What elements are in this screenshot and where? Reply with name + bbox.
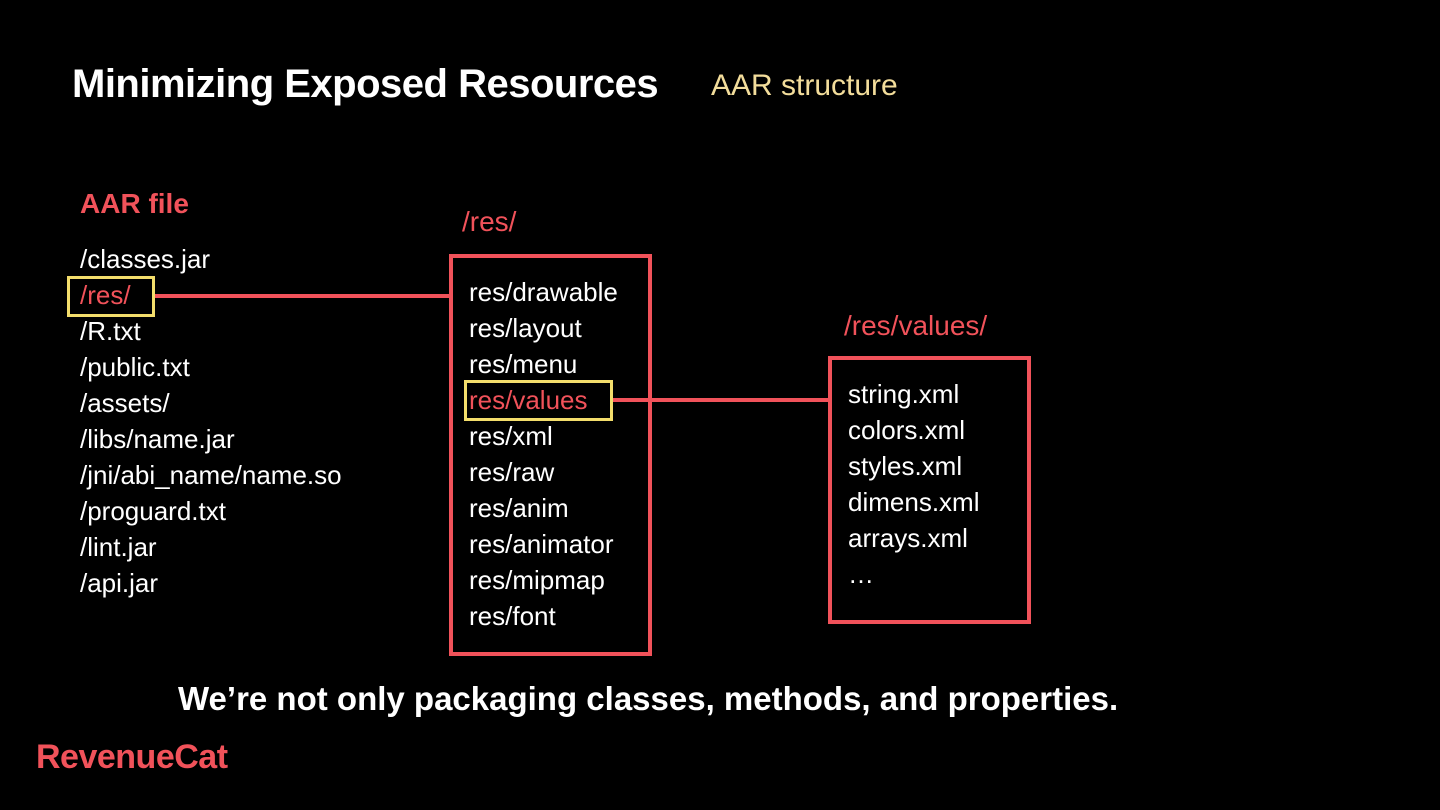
values-dir-box bbox=[828, 356, 1031, 624]
values-item-string: string.xml bbox=[848, 379, 960, 409]
footer-statement: We’re not only packaging classes, method… bbox=[178, 680, 1119, 717]
page-subtitle: AAR structure bbox=[711, 69, 898, 102]
res-highlight-box bbox=[67, 276, 155, 317]
aar-item-r-txt: /R.txt bbox=[80, 316, 141, 346]
values-item-colors: colors.xml bbox=[848, 415, 966, 445]
res-item-animator: res/animator bbox=[469, 529, 614, 559]
res-item-drawable: res/drawable bbox=[469, 277, 618, 307]
res-item-menu: res/menu bbox=[469, 349, 578, 379]
res-item-anim: res/anim bbox=[469, 493, 569, 523]
aar-item-lint-jar: /lint.jar bbox=[80, 532, 157, 562]
aar-item-assets: /assets/ bbox=[80, 388, 170, 418]
aar-item-res: /res/ bbox=[80, 280, 131, 310]
values-item-styles: styles.xml bbox=[848, 451, 963, 481]
res-dir-label: /res/ bbox=[462, 206, 517, 237]
aar-file-list: /classes.jar /res/ /R.txt /public.txt /a… bbox=[80, 241, 342, 601]
values-highlight-box bbox=[464, 380, 613, 421]
values-item-arrays: arrays.xml bbox=[848, 523, 968, 553]
res-dir-box bbox=[449, 254, 652, 656]
aar-item-api-jar: /api.jar bbox=[80, 568, 159, 598]
values-dir-list: string.xml colors.xml styles.xml dimens.… bbox=[848, 376, 979, 592]
aar-item-jni: /jni/abi_name/name.so bbox=[80, 460, 342, 490]
values-item-ellipsis: … bbox=[848, 559, 874, 589]
res-dir-list: res/drawable res/layout res/menu res/val… bbox=[469, 274, 618, 634]
res-item-mipmap: res/mipmap bbox=[469, 565, 605, 595]
aar-item-proguard: /proguard.txt bbox=[80, 496, 226, 526]
aar-item-public-txt: /public.txt bbox=[80, 352, 190, 382]
res-item-raw: res/raw bbox=[469, 457, 555, 487]
aar-item-classes-jar: /classes.jar bbox=[80, 244, 211, 274]
res-item-xml: res/xml bbox=[469, 421, 553, 451]
aar-file-label: AAR file bbox=[80, 188, 189, 219]
aar-item-libs: /libs/name.jar bbox=[80, 424, 235, 454]
res-item-values: res/values bbox=[469, 385, 588, 415]
res-item-font: res/font bbox=[469, 601, 556, 631]
connector-res bbox=[155, 294, 451, 298]
revenuecat-logo: RevenueCat bbox=[36, 738, 228, 776]
connector-values bbox=[613, 398, 830, 402]
page-title: Minimizing Exposed Resources bbox=[72, 62, 659, 106]
res-item-layout: res/layout bbox=[469, 313, 582, 343]
values-dir-label: /res/values/ bbox=[844, 310, 988, 341]
values-item-dimens: dimens.xml bbox=[848, 487, 980, 517]
